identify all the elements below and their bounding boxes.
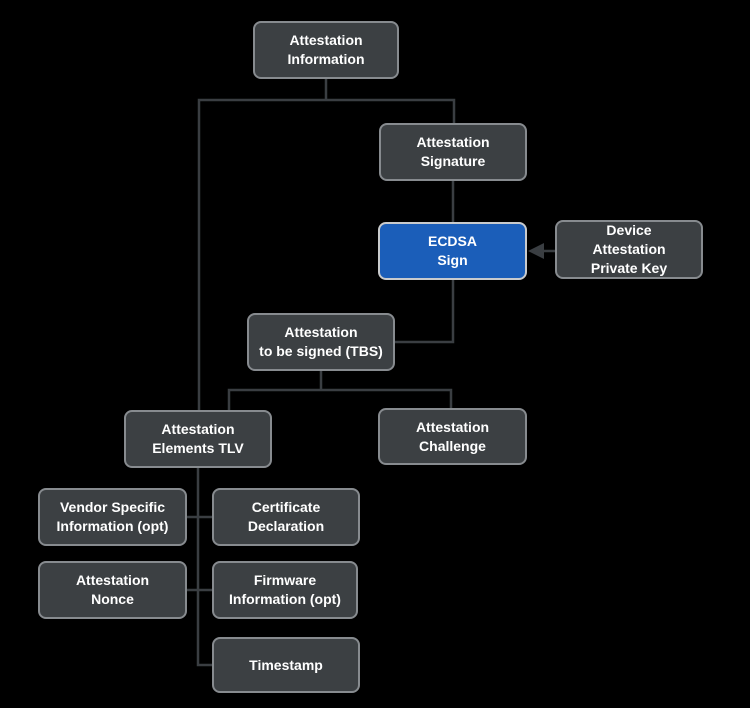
- node-timestamp: Timestamp: [212, 637, 360, 693]
- node-attestation-signature: Attestation Signature: [379, 123, 527, 181]
- node-attestation-nonce: Attestation Nonce: [38, 561, 187, 619]
- node-vendor-specific-information: Vendor Specific Information (opt): [38, 488, 187, 546]
- node-attestation-challenge: Attestation Challenge: [378, 408, 527, 465]
- connector-info-split: [197, 98, 456, 410]
- connector-tbs-split: [227, 388, 453, 410]
- node-attestation-information: Attestation Information: [253, 21, 399, 79]
- node-ecdsa-sign: ECDSA Sign: [378, 222, 527, 280]
- arrowhead-into-ecdsa-icon: [528, 243, 544, 259]
- connector-tlv-trunk: [196, 468, 212, 667]
- node-firmware-information: Firmware Information (opt): [212, 561, 358, 619]
- connector-ecdsa-tbs: [395, 280, 455, 344]
- node-certificate-declaration: Certificate Declaration: [212, 488, 360, 546]
- node-attestation-elements-tlv: Attestation Elements TLV: [124, 410, 272, 468]
- node-device-attestation-private-key: Device Attestation Private Key: [555, 220, 703, 279]
- node-attestation-tbs: Attestation to be signed (TBS): [247, 313, 395, 371]
